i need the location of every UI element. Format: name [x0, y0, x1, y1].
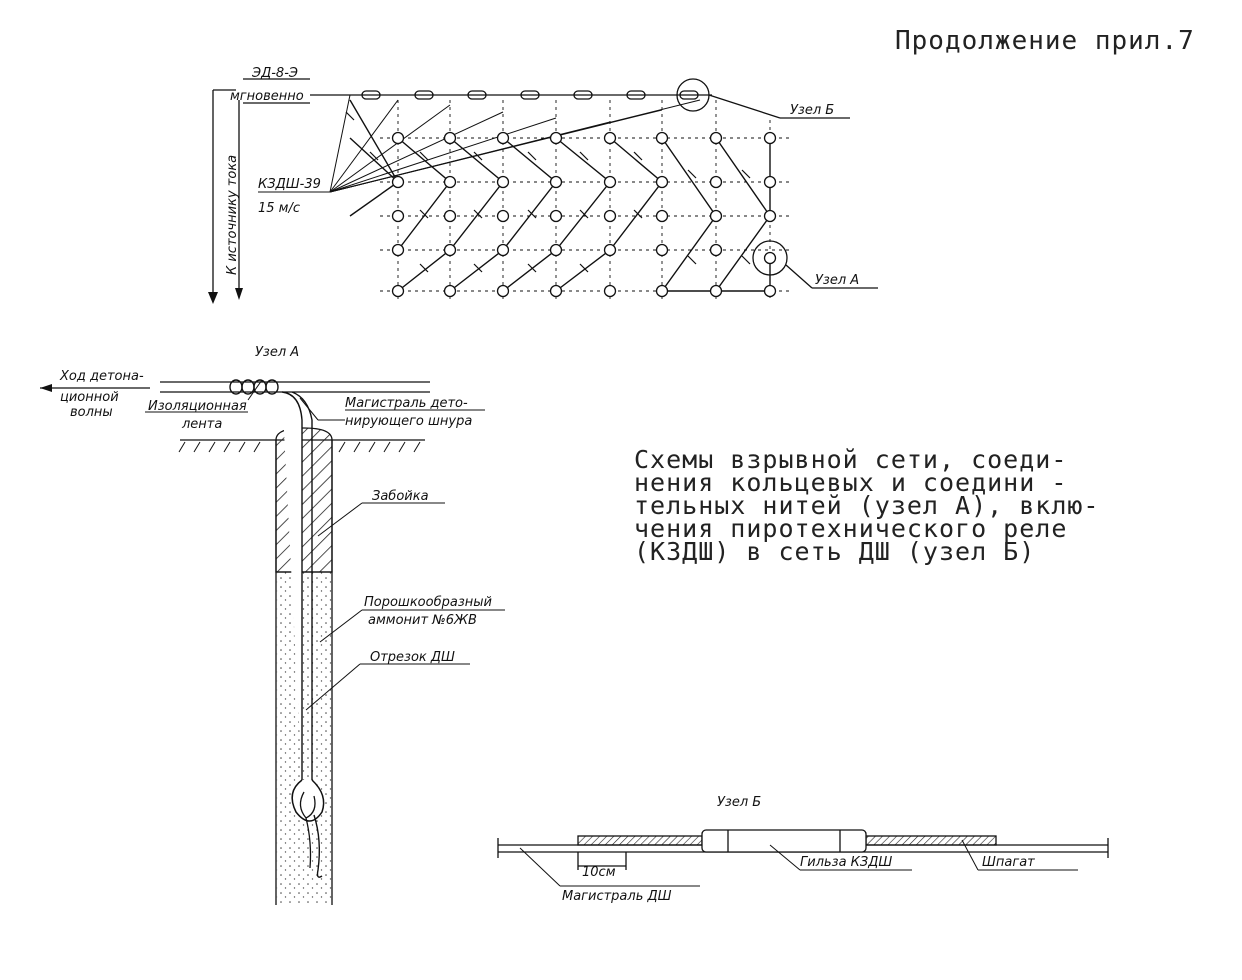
explosive-zone — [276, 572, 332, 905]
chevron-connections — [349, 99, 771, 292]
relay-label: КЗДШ-39 — [258, 177, 321, 192]
segment-label: Отрезок ДШ — [370, 650, 455, 665]
node-b-callout-label: Узел Б — [790, 103, 834, 118]
node-b-title: Узел Б — [717, 795, 761, 810]
caption-line-5: (КЗДШ) в сеть ДШ (узел Б) — [634, 537, 1036, 566]
tape-label-line-1: Изоляционная — [148, 399, 247, 414]
stemming-label: Забойка — [372, 489, 429, 504]
main-cord-label-line-1: Магистраль дето- — [345, 396, 468, 411]
relay-sleeve — [701, 829, 867, 853]
arrow-left-icon — [40, 384, 52, 392]
insulation-tape — [229, 379, 279, 395]
node-a-title: Узел А — [255, 345, 299, 360]
instant-label: мгновенно — [230, 89, 304, 104]
main-cord-label-line-2: нирующего шнура — [345, 414, 472, 429]
node-b-diagram — [497, 829, 1109, 887]
twine-label: Шпагат — [982, 855, 1035, 870]
figure-caption: Схемы взрывной сети, соеди- нения кольце… — [634, 445, 1134, 566]
caption-line-3: тельных нитей (узел А), вклю- — [634, 491, 1100, 520]
caption-line-1: Схемы взрывной сети, соеди- — [634, 445, 1068, 474]
wave-label-line-1: Ход детона- — [59, 369, 144, 384]
sleeve-label: Гильза КЗДШ — [800, 855, 892, 870]
caption-line-4: чения пиротехнического реле — [634, 514, 1068, 543]
relay-markers — [361, 90, 699, 100]
tape-label-line-2: лента — [181, 417, 222, 432]
relay-delay-label: 15 м/с — [258, 201, 300, 216]
length-label: 10см — [582, 865, 616, 880]
twine-wrap-right — [865, 835, 997, 846]
main-ds-label: Магистраль ДШ — [562, 889, 672, 904]
caption-line-2: нения кольцевых и соедини - — [634, 468, 1068, 497]
wave-label-line-2: ционной — [60, 390, 119, 405]
charge-holes — [391, 131, 777, 298]
detonator-label: ЭД-8-Э — [251, 66, 298, 81]
node-a-diagram — [40, 379, 505, 905]
explosive-label-line-1: Порошкообразный — [364, 595, 492, 610]
relay-fan-lines — [258, 94, 701, 193]
node-a-callout-label: Узел А — [815, 273, 859, 288]
twine-wrap-left — [577, 835, 703, 846]
source-label: К источнику тока — [225, 155, 240, 275]
wave-label-line-3: волны — [70, 405, 113, 420]
blasting-network-diagram — [208, 78, 878, 304]
grid-lines — [380, 100, 790, 300]
page-header: Продолжение прил.7 — [895, 26, 1195, 56]
line-ticks — [345, 111, 751, 273]
arrow-down-icon — [208, 292, 218, 304]
explosive-label-line-2: аммонит №6ЖВ — [368, 613, 477, 628]
stemming-zone — [275, 427, 333, 573]
